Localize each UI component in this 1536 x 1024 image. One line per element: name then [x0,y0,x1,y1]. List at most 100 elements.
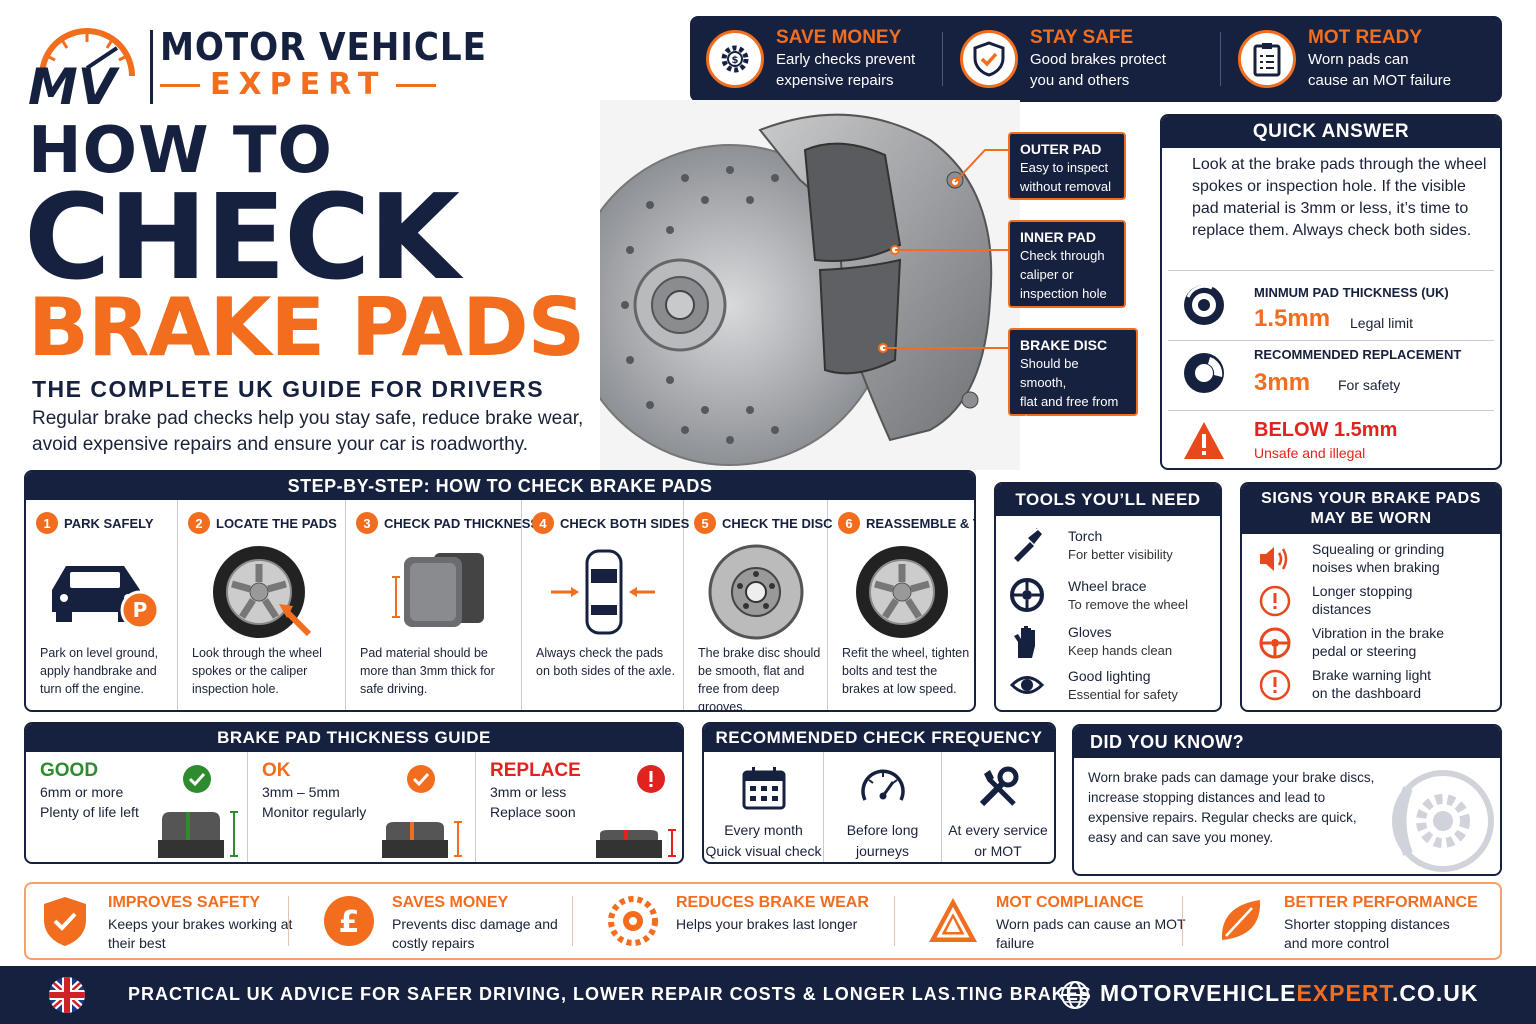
brand-name-line1: MOTOR VEHICLE [160,25,487,69]
globe-icon [1061,981,1089,1009]
qa-row-below: BELOW 1.5mm Unsafe and illegal [1168,410,1494,466]
eye-icon [1010,676,1044,694]
alert-circle-icon [637,765,665,793]
torch-icon [1014,528,1042,562]
check-circle-icon [407,765,435,793]
leaf-icon [1221,900,1261,940]
thickness-ok: OK 3mm – 5mm Monitor regularly [248,752,476,862]
pad-medium-icon [382,821,462,858]
did-you-know-panel: DID YOU KNOW? Worn brake pads can damage… [1072,724,1502,876]
brake-pad-icon [391,553,484,627]
wheel-brace-icon [1010,578,1044,612]
alert-circle-icon [1259,585,1291,617]
steering-wheel-icon [1259,627,1291,659]
brake-assembly-illustration [600,100,1020,470]
brand-logo: MV [22,18,452,113]
svg-text:MV: MV [28,58,120,108]
brand-name: MOTOR VEHICLE EXPERT [160,26,523,102]
quick-answer-panel: QUICK ANSWER Look at the brake pads thro… [1160,114,1502,470]
qa-row-recommended: RECOMMENDED REPLACEMENT 3mm For safety [1168,340,1494,408]
svg-text:P: P [132,598,147,622]
quick-answer-heading: QUICK ANSWER [1162,116,1500,148]
glove-icon [1014,626,1035,658]
check-circle-icon [183,765,211,793]
thickness-guide-panel: BRAKE PAD THICKNESS GUIDE GOOD 6mm or mo… [24,722,684,864]
thickness-good: GOOD 6mm or more Plenty of life left [26,752,248,862]
calendar-icon [742,767,785,810]
frequency-heading: RECOMMENDED CHECK FREQUENCY [704,724,1054,752]
title-line2: CHECK [24,168,460,306]
tools-icon [979,766,1019,807]
steps-heading: STEP-BY-STEP: HOW TO CHECK BRAKE PADS [26,472,974,500]
svg-text:$: $ [732,55,739,66]
brand-name-line2: EXPERT [160,68,523,102]
car-top-icon [550,549,655,635]
clipboard-icon [1238,30,1296,88]
wheel-arrow-icon [212,546,311,638]
brake-caliper-icon [1184,353,1224,393]
brake-disc-watermark-icon [1392,770,1494,872]
pound-coin-icon: £ [324,896,374,946]
warning-icon [1184,422,1224,459]
car-parking-icon: P [51,566,159,630]
intro-text: Regular brake pad checks help you stay s… [32,408,584,455]
alert-circle-icon [1259,669,1291,701]
brake-wear-icon [608,896,658,946]
speedometer-icon [860,769,905,801]
inner-brake-pad [818,258,902,375]
quick-answer-text: Look at the brake pads through the wheel… [1192,156,1487,239]
shield-check-icon [960,30,1018,88]
did-you-know-text: Worn brake pads can damage your brake di… [1088,770,1375,845]
pad-worn-icon [596,829,676,858]
title-line3: BRAKE PADS [28,281,585,374]
brake-disc-icon [708,544,803,640]
wheel-icon [856,546,948,638]
shield-check-icon [44,897,86,946]
svg-text:£: £ [339,905,360,940]
pad-thick-icon [158,811,238,858]
brake-disc-icon [1184,284,1224,325]
qa-row-minimum: MINMUM PAD THICKNESS (UK) 1.5mm Legal li… [1168,270,1494,338]
speaker-icon [1260,547,1288,571]
thickness-replace: REPLACE 3mm or less Replace soon [476,752,682,862]
gear-coin-icon: $ [706,30,764,88]
did-you-know-heading: DID YOU KNOW? [1074,726,1500,758]
outer-brake-pad [803,142,902,262]
logo-divider [150,30,153,104]
thickness-heading: BRAKE PAD THICKNESS GUIDE [26,724,682,752]
website-link[interactable]: MOTORVEHICLEEXPERT.CO.UK [1100,980,1479,1006]
footer-tagline: PRACTICAL UK ADVICE FOR SAFER DRIVING, L… [128,984,1092,1004]
page-subtitle: THE COMPLETE UK GUIDE FOR DRIVERS [32,376,545,402]
title-line1: HOW TO [28,114,333,188]
